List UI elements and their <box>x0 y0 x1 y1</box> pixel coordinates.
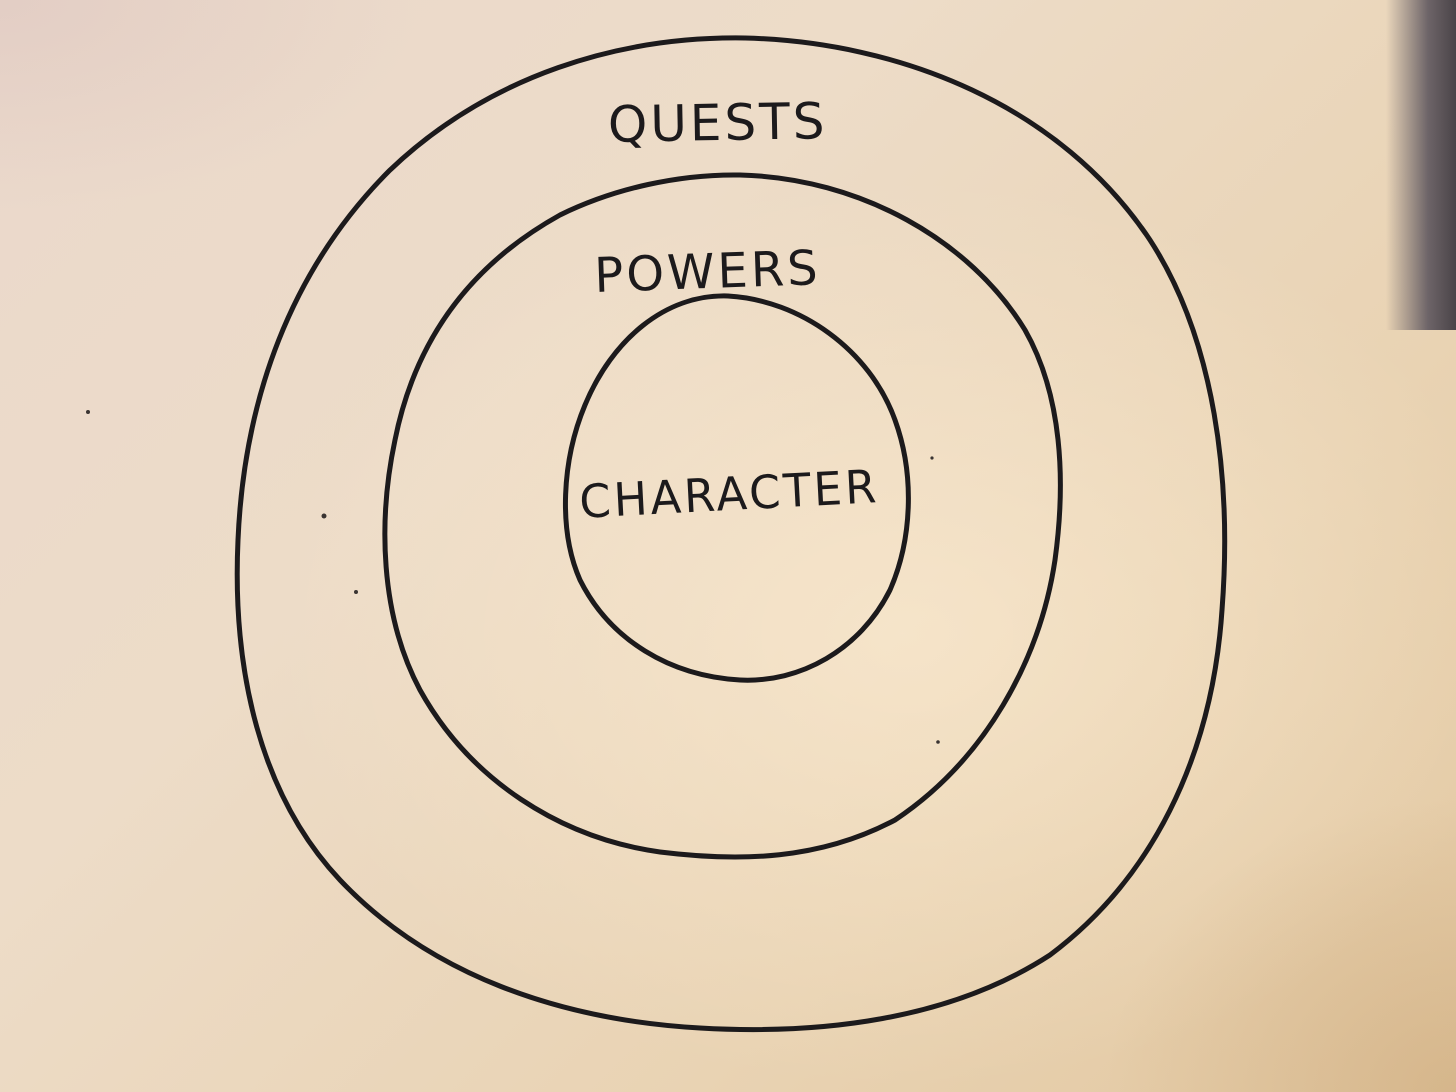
paper-speck <box>936 740 940 744</box>
label-powers: POWERS <box>593 240 821 304</box>
label-character: CHARACTER <box>578 459 880 529</box>
paper-speck <box>354 590 358 594</box>
paper-speck <box>930 456 934 460</box>
label-quests: QUESTS <box>607 92 828 154</box>
paper-speck <box>86 410 90 414</box>
paper-speck <box>321 513 327 519</box>
middle-ring-powers <box>382 172 1063 860</box>
outer-ring-quests <box>234 35 1228 1033</box>
inner-ring-character <box>562 293 911 683</box>
